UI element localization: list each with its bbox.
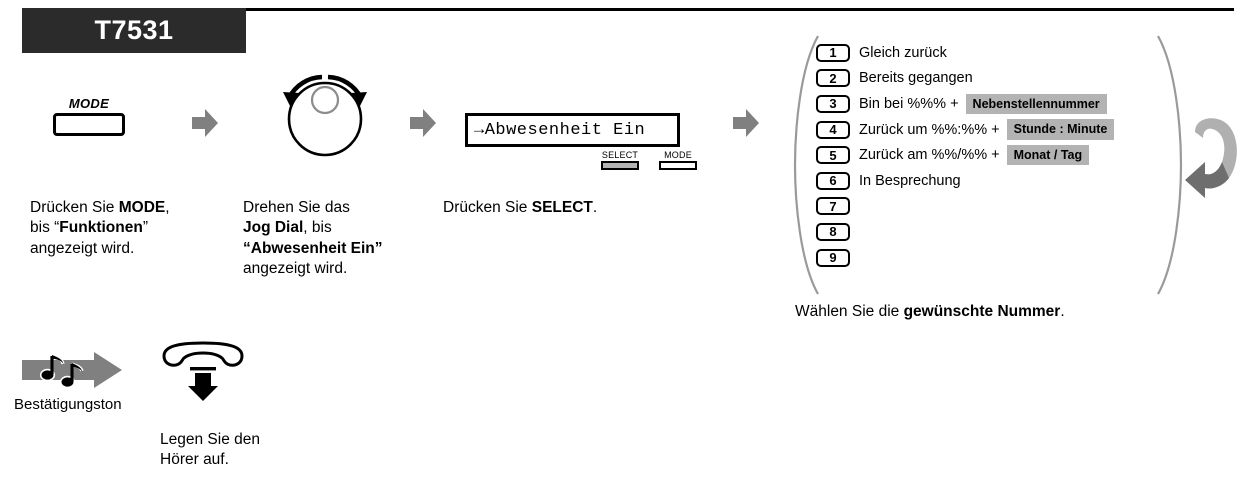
step2-caption-line2-bold: Jog Dial	[243, 219, 304, 237]
flow-arrow-1	[192, 108, 218, 138]
step4-caption-bold: gewünschte Nummer	[903, 303, 1061, 320]
dial-key[interactable]: 2	[816, 69, 850, 88]
step2-caption: Drehen Sie das Jog Dial, bis “Abwesenhei…	[243, 198, 433, 280]
left-paren-icon	[788, 34, 822, 296]
softkey-mode-label: MODE	[664, 150, 692, 160]
dial-key[interactable]: 1	[816, 43, 850, 62]
list-item-label: Bereits gegangen	[859, 70, 973, 87]
step1-caption-pre: Drücken Sie	[30, 199, 119, 216]
step1-caption-post: ,	[165, 199, 170, 216]
dial-key[interactable]: 4	[816, 120, 850, 139]
mode-key-body[interactable]	[53, 113, 125, 136]
step2-caption-line3-bold: “Abwesenheit Ein”	[243, 239, 383, 257]
list-item-label: Gleich zurück	[859, 44, 947, 61]
list-item-label: Bin bei %%% +	[859, 95, 959, 112]
list-item[interactable]: 8	[816, 219, 1114, 245]
mode-key-label: MODE	[68, 96, 110, 111]
list-item[interactable]: 4 Zurück um %%:%% + Stunde : Minute	[816, 117, 1115, 143]
step2-caption-line4: angezeigt wird.	[243, 260, 348, 278]
dial-key[interactable]: 6	[816, 171, 850, 190]
step1-caption-line3: angezeigt wird.	[30, 239, 135, 257]
list-item-label: In Besprechung	[859, 172, 961, 189]
softkey-select[interactable]: SELECT	[597, 150, 643, 170]
list-item[interactable]: 9	[816, 245, 1114, 271]
jog-dial-icon[interactable]	[265, 62, 385, 162]
step2-caption-line2-post: , bis	[303, 219, 332, 237]
flow-arrow-3	[733, 108, 759, 138]
frame-top-rule	[22, 8, 1234, 11]
step3-caption-post: .	[592, 199, 598, 216]
hang-up-handset-icon	[160, 340, 246, 402]
dial-key[interactable]: 8	[816, 222, 850, 241]
hangup-caption-line1: Legen Sie den	[160, 431, 260, 448]
message-list-panel: 1 Gleich zurück 2 Bereits gegangen 3 Bin…	[788, 34, 1188, 296]
dial-key[interactable]: 5	[816, 146, 850, 165]
step3-caption-bold: SELECT	[531, 199, 593, 216]
confirmation-tone-label: Bestätigungston	[14, 396, 122, 413]
list-item-parameter-badge: Monat / Tag	[1006, 144, 1090, 166]
list-item[interactable]: 1 Gleich zurück	[816, 40, 1114, 66]
step1-caption-line2-post: ”	[142, 219, 148, 237]
list-item-label: Zurück am %%/%% +	[859, 147, 1000, 164]
softkey-mode[interactable]: MODE	[655, 150, 701, 170]
list-item-parameter-badge: Stunde : Minute	[1006, 119, 1115, 140]
list-item[interactable]: 2 Bereits gegangen	[816, 66, 1114, 92]
dial-key[interactable]: 9	[816, 248, 850, 267]
hangup-caption-line2: Hörer auf.	[160, 451, 229, 469]
list-item[interactable]: 7	[816, 194, 1114, 220]
softkey-select-label: SELECT	[601, 150, 639, 160]
step1-caption-line2-pre: bis “	[30, 219, 60, 237]
right-paren-icon	[1154, 34, 1188, 296]
step1-caption-bold: MODE	[118, 199, 166, 216]
model-badge: T7531	[22, 8, 246, 53]
message-list: 1 Gleich zurück 2 Bereits gegangen 3 Bin…	[816, 40, 1115, 271]
softkey-select-body[interactable]	[601, 161, 639, 170]
step3-caption-pre: Drücken Sie	[443, 199, 532, 216]
step2-caption-line1: Drehen Sie das	[243, 199, 350, 216]
confirmation-tone-icon	[22, 350, 122, 390]
list-item[interactable]: 5 Zurück am %%/%% + Monat / Tag	[816, 142, 1114, 168]
mode-key-step1[interactable]: MODE	[46, 96, 132, 136]
repeat-loop-arrow-icon	[1185, 112, 1243, 200]
step4-caption-post: .	[1060, 303, 1065, 320]
list-item-label: Zurück um %%:%% +	[859, 121, 1000, 138]
softkey-mode-body[interactable]	[659, 161, 697, 170]
flow-arrow-2	[410, 108, 436, 138]
step4-caption-pre: Wählen Sie die	[795, 303, 904, 320]
list-item[interactable]: 3 Bin bei %%% + Nebenstellennummer	[816, 91, 1114, 117]
lcd-display: →Abwesenheit Ein	[465, 113, 680, 147]
list-item-parameter-badge: Nebenstellennummer	[965, 93, 1107, 115]
step4-caption: Wählen Sie die gewünschte Nummer.	[795, 302, 1215, 322]
step1-caption-line2-bold: Funktionen	[59, 219, 143, 237]
step1-caption: Drücken Sie MODE, bis “Funktionen” angez…	[30, 198, 210, 259]
dial-key[interactable]: 7	[816, 197, 850, 216]
step3-caption: Drücken Sie SELECT.	[443, 198, 683, 218]
list-item[interactable]: 6 In Besprechung	[816, 168, 1114, 194]
dial-key[interactable]: 3	[816, 94, 850, 113]
hangup-caption: Legen Sie den Hörer auf.	[160, 430, 380, 471]
